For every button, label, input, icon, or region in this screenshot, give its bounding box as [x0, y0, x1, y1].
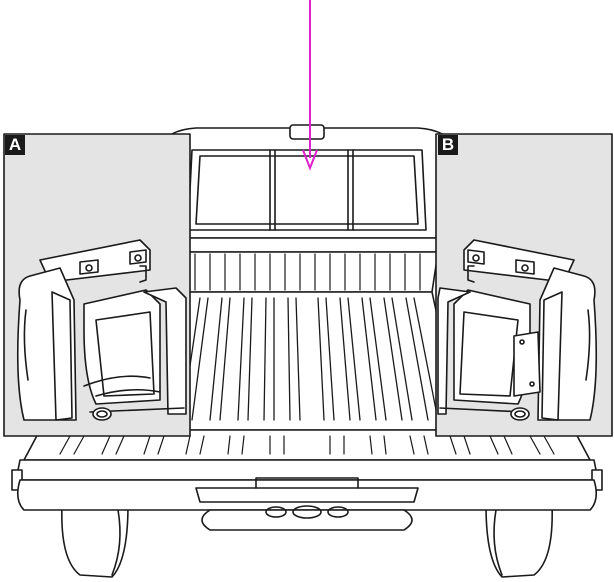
tie-down-hook-icon: [467, 249, 535, 283]
drain-hole-icon: [92, 407, 112, 421]
left-rear-wheel: [61, 504, 129, 578]
pointer-arrow-icon: [302, 0, 318, 171]
drain-hole-icon: [510, 407, 530, 421]
rear-bumper: [16, 477, 598, 531]
inset-b-right-bed-wall: [435, 133, 613, 437]
bed-floor: [151, 291, 463, 431]
bed-front-wall: [167, 237, 447, 293]
callout-label-b: B: [438, 135, 458, 155]
tailgate: [11, 429, 603, 491]
right-rear-wheel: [485, 504, 553, 578]
cab: [151, 124, 463, 239]
callout-label-a: A: [5, 135, 25, 155]
inset-a-left-bed-wall: [3, 133, 191, 437]
tie-down-hook-icon: [79, 249, 147, 283]
